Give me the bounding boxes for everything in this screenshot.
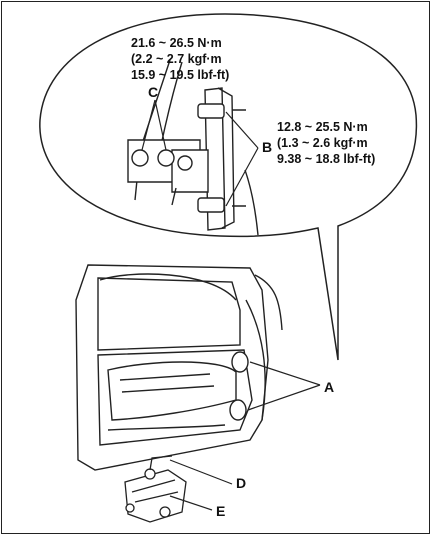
hinge-detail	[127, 59, 259, 236]
component-e	[124, 455, 187, 523]
torque-c-line1: 21.6 ~ 26.5 N·m	[131, 36, 222, 50]
torque-c-line2: (2.2 ~ 2.7 kgf·m	[131, 52, 222, 66]
label-d: D	[236, 475, 246, 491]
leader-lines-bottom	[169, 361, 321, 511]
torque-b-line3: 9.38 ~ 18.8 lbf-ft)	[277, 152, 375, 166]
torque-b-line1: 12.8 ~ 25.5 N·m	[277, 120, 368, 134]
label-a: A	[324, 379, 334, 395]
torque-c-line3: 15.9 ~ 19.5 lbf-ft)	[131, 68, 229, 82]
front-door	[75, 264, 283, 471]
leader-lines-top	[141, 99, 259, 207]
detail-bubble	[39, 13, 418, 361]
label-e: E	[216, 503, 225, 519]
torque-b-line2: (1.3 ~ 2.6 kgf·m	[277, 136, 368, 150]
label-c: C	[148, 84, 158, 100]
label-b: B	[262, 139, 272, 155]
